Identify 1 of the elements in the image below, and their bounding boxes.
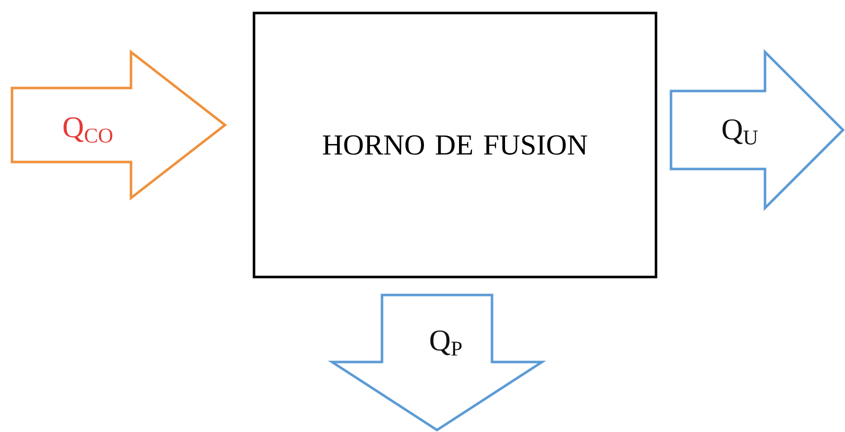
furnace-box: HORNO DE FUSION — [252, 12, 658, 278]
